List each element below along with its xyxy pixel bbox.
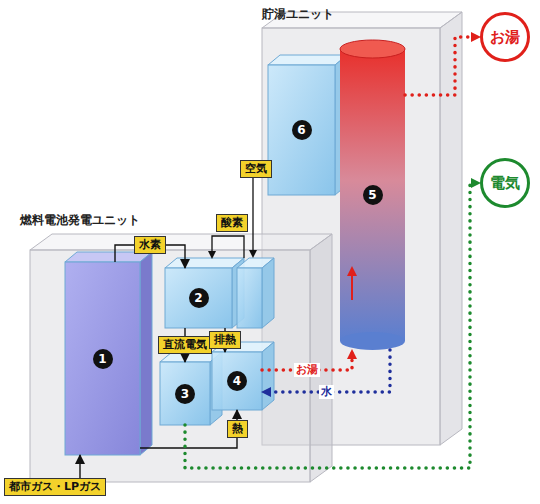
flow-tag: 排熱	[209, 331, 241, 349]
arrow-head	[208, 251, 216, 259]
output-circle: 電気	[480, 158, 530, 208]
output-label: お湯	[490, 28, 520, 47]
unit-heading: 貯湯ユニット	[262, 6, 334, 23]
unit-housing-front	[30, 250, 310, 482]
flow-tag: 熱	[227, 420, 248, 438]
component-block-side	[262, 342, 274, 410]
oxygen-line	[212, 236, 244, 258]
component-block: 3	[160, 362, 210, 425]
flow-tag: 直流電気	[158, 336, 212, 354]
unit-housing-top	[30, 234, 332, 250]
component-block-front	[268, 65, 335, 195]
flow-tag: 酸素	[216, 214, 248, 232]
flow-line	[140, 410, 237, 448]
output-label: 電気	[490, 174, 520, 193]
component-block: 4	[212, 352, 262, 410]
dotted-flow-line	[185, 183, 480, 468]
flow-label: 水	[319, 385, 334, 399]
component-block: 2	[165, 268, 232, 328]
flow-tag: 水素	[134, 236, 166, 254]
callout-number: 5	[363, 185, 383, 205]
callout-number: 2	[189, 288, 209, 308]
flow-tag: 空気	[240, 160, 272, 178]
callout-number: 1	[93, 349, 113, 369]
tank-body	[340, 49, 405, 341]
flow-line	[79, 455, 80, 478]
input-label: 都市ガス・LPガス	[9, 480, 101, 493]
air-block-front	[237, 268, 262, 328]
component-block-front	[165, 268, 232, 328]
unit-region: 貯湯ユニット65	[262, 28, 440, 445]
callout-number: 3	[175, 384, 195, 404]
component-block-front	[65, 262, 140, 455]
callout-number: 4	[227, 371, 247, 391]
tank-bottom	[340, 332, 405, 350]
arrow-head	[249, 250, 257, 258]
callout-number: 6	[292, 120, 312, 140]
unit-region: 燃料電池発電ユニット1234	[30, 250, 310, 482]
component-block-front	[160, 362, 210, 425]
unit-heading: 燃料電池発電ユニット	[20, 212, 140, 229]
storage-tank: 5	[340, 40, 405, 350]
output-circle: お湯	[480, 12, 530, 62]
flow-arrow	[351, 272, 353, 300]
unit-housing-side	[310, 234, 332, 482]
tank-top	[340, 40, 405, 58]
air-block-side	[262, 258, 274, 328]
component-block-side	[140, 252, 152, 455]
component-block: 6	[268, 65, 335, 195]
dotted-flow-line	[405, 37, 480, 95]
component-block-top	[165, 258, 244, 268]
component-block: 1	[65, 262, 140, 455]
air-line	[252, 178, 253, 252]
component-block-top	[268, 55, 347, 65]
unit-housing-side	[440, 12, 462, 445]
arrow-head	[347, 266, 357, 276]
component-block-front	[212, 352, 262, 410]
input-tag: 都市ガス・LPガス	[4, 478, 106, 496]
flow-label: お湯	[294, 363, 320, 377]
